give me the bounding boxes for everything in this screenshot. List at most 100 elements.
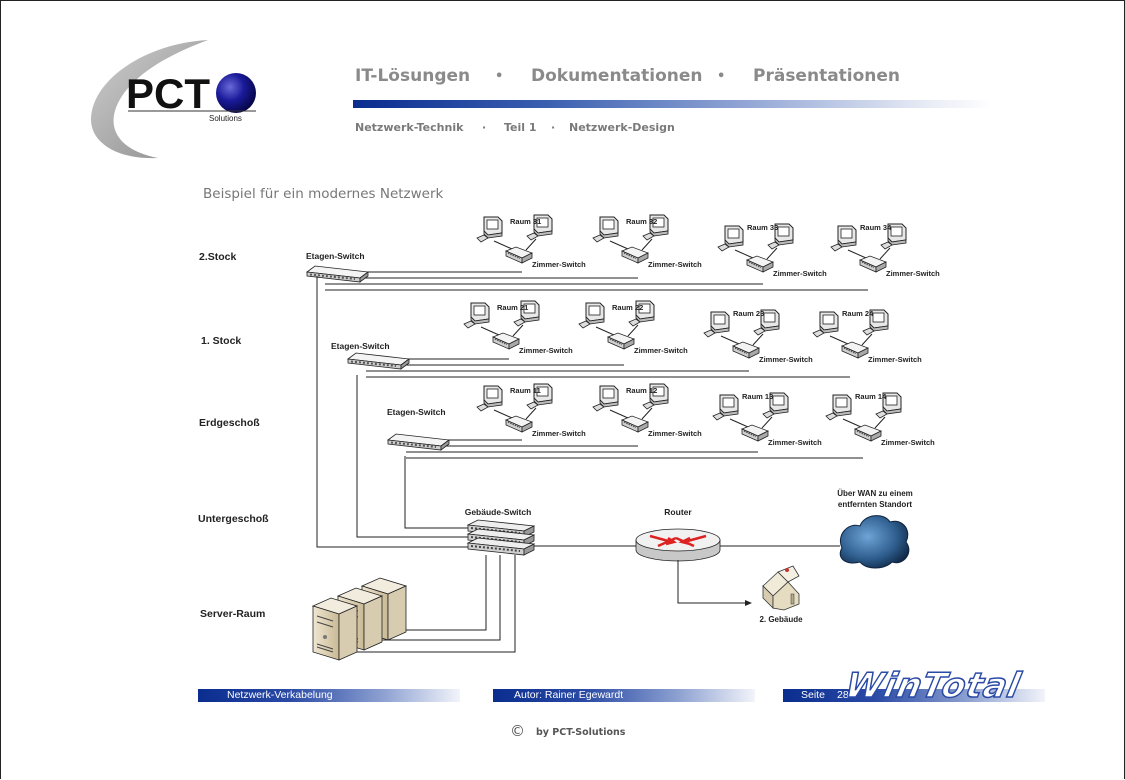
room-cable	[829, 335, 849, 345]
room-switch-label: Zimmer-Switch	[881, 438, 935, 447]
floor-switch-icon	[306, 265, 369, 283]
logo-text: PCT	[126, 70, 210, 117]
room-cable	[734, 249, 754, 259]
arrow-icon	[745, 600, 752, 606]
room-switch-label: Zimmer-Switch	[532, 260, 586, 269]
server-icon	[311, 597, 359, 661]
logo-globe-icon	[216, 73, 256, 113]
room-cable	[761, 416, 773, 429]
room-label: Raum 33	[747, 223, 778, 232]
wintotal-watermark: WinTotal	[841, 665, 1025, 707]
floor-switch-label: Etagen-Switch	[387, 407, 446, 417]
computer-icon	[476, 216, 503, 243]
room-switch-icon	[621, 246, 649, 264]
computer-icon	[592, 385, 619, 412]
room-cable	[512, 324, 524, 337]
room-switch-label: Zimmer-Switch	[648, 429, 702, 438]
footer-topic: Netzwerk-Verkabelung	[227, 689, 333, 701]
room-cable	[729, 418, 749, 428]
second-building-label: 2. Gebäude	[759, 615, 803, 624]
room-cable	[861, 333, 873, 346]
room-label: Raum 32	[626, 217, 657, 226]
room-cable	[480, 326, 500, 336]
room-label: Raum 14	[855, 392, 887, 401]
nav-item-it-loesungen[interactable]: IT-Lösungen	[355, 66, 471, 86]
riser-cable	[356, 375, 468, 538]
room-cable	[641, 407, 653, 420]
room-cable	[879, 247, 891, 260]
building-link-cable	[677, 560, 745, 604]
footer-topic-bar: Netzwerk-Verkabelung	[198, 689, 460, 702]
room-cable	[525, 238, 537, 251]
riser-cable	[404, 456, 468, 529]
copyright-icon: ©	[510, 722, 525, 740]
logo-subtext: Solutions	[209, 114, 242, 123]
room-cable	[595, 326, 615, 336]
room-switch-label: Zimmer-Switch	[868, 355, 922, 364]
breadcrumb-separator: ·	[482, 121, 487, 134]
breadcrumb-item[interactable]: Netzwerk-Design	[569, 121, 675, 134]
room-switch-icon	[741, 424, 769, 442]
computer-icon	[592, 216, 619, 243]
room-switch-label: Zimmer-Switch	[759, 355, 813, 364]
wan-label: entfernten Standort	[838, 500, 913, 509]
room-switch-icon	[854, 424, 882, 442]
computer-icon	[830, 225, 857, 252]
room-switch-icon	[621, 415, 649, 433]
room-cable	[874, 416, 886, 429]
room-label: Raum 22	[612, 303, 643, 312]
computer-icon	[463, 302, 490, 329]
server-cable	[360, 555, 501, 641]
room-label: Raum 24	[842, 309, 874, 318]
building-switch-label: Gebäude-Switch	[465, 507, 532, 517]
pct-solutions-logo: PCT Solutions	[90, 40, 256, 159]
room-switch-icon	[859, 255, 887, 273]
floor-label: Erdgeschoß	[199, 417, 260, 429]
building-switch-icon	[466, 519, 536, 556]
computer-icon	[712, 394, 739, 421]
room-cable	[609, 240, 629, 250]
wan-cloud-icon	[839, 515, 910, 569]
room-label: Raum 31	[510, 217, 541, 226]
room-label: Raum 34	[860, 223, 892, 232]
room-cable	[766, 247, 778, 260]
breadcrumb-item[interactable]: Teil 1	[504, 121, 537, 134]
room-switch-icon	[505, 246, 533, 264]
wan-label: Über WAN zu einem	[837, 489, 913, 498]
room-cable	[493, 240, 513, 250]
nav-separator: •	[495, 69, 504, 84]
room-switch-label: Zimmer-Switch	[648, 260, 702, 269]
room-cable	[525, 407, 537, 420]
room-switch-label: Zimmer-Switch	[519, 346, 573, 355]
computer-icon	[476, 385, 503, 412]
room-cable	[847, 249, 867, 259]
breadcrumb-separator: ·	[551, 121, 556, 134]
room-cable	[842, 418, 862, 428]
room-switch-icon	[746, 255, 774, 273]
room-switch-icon	[841, 341, 869, 359]
breadcrumb-item[interactable]: Netzwerk-Technik	[355, 121, 464, 134]
copyright-text: by PCT-Solutions	[536, 727, 626, 738]
house-icon	[762, 565, 800, 611]
floor-switch-label: Etagen-Switch	[306, 251, 365, 261]
room-label: Raum 13	[742, 392, 773, 401]
server-cable	[330, 555, 516, 653]
floor-label: 2.Stock	[199, 251, 237, 263]
nav-item-praesentationen[interactable]: Präsentationen	[753, 66, 901, 86]
room-switch-icon	[492, 332, 520, 350]
footer-page-label: Seite	[801, 689, 825, 701]
nav-separator: •	[717, 69, 726, 84]
computer-icon	[717, 225, 744, 252]
floor-label: 1. Stock	[201, 335, 241, 347]
riser-cable	[316, 276, 468, 548]
room-switch-icon	[732, 341, 760, 359]
room-switch-icon	[505, 415, 533, 433]
nav-item-dokumentationen[interactable]: Dokumentationen	[531, 66, 703, 86]
room-label: Raum 12	[626, 386, 657, 395]
router-label: Router	[664, 507, 692, 517]
computer-icon	[703, 311, 730, 338]
footer-author: Autor: Rainer Egewardt	[514, 689, 624, 701]
room-switch-label: Zimmer-Switch	[886, 269, 940, 278]
room-cable	[752, 333, 764, 346]
